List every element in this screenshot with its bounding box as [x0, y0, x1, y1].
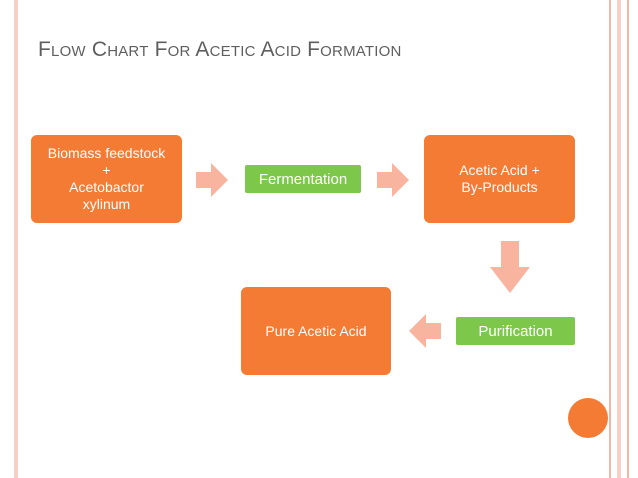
decorative-circle	[568, 398, 608, 438]
arrow-right-2-icon	[377, 163, 409, 197]
acetic-acid-label: Acetic Acid + By-Products	[459, 162, 540, 195]
right-frame-line-3	[627, 0, 629, 478]
pure-acetic-acid-box: Pure Acetic Acid	[241, 287, 391, 375]
feedstock-label: Biomass feedstock + Acetobactor xylinum	[47, 145, 166, 212]
purification-label: Purification	[478, 322, 553, 340]
fermentation-label: Fermentation	[258, 170, 348, 188]
right-frame-line-2	[617, 0, 621, 478]
purification-box: Purification	[456, 317, 575, 345]
right-frame-line-1	[609, 0, 611, 478]
pure-acetic-acid-label: Pure Acetic Acid	[265, 322, 367, 339]
fermentation-box: Fermentation	[245, 165, 361, 193]
arrow-left-icon	[409, 314, 441, 348]
slide-title: Flow Chart For Acetic Acid Formation	[38, 38, 402, 61]
top-frame-line	[14, 0, 18, 478]
feedstock-box: Biomass feedstock + Acetobactor xylinum	[31, 135, 182, 223]
arrow-right-1-icon	[196, 163, 228, 197]
acetic-acid-box: Acetic Acid + By-Products	[424, 135, 575, 223]
arrow-down-icon	[490, 241, 530, 293]
